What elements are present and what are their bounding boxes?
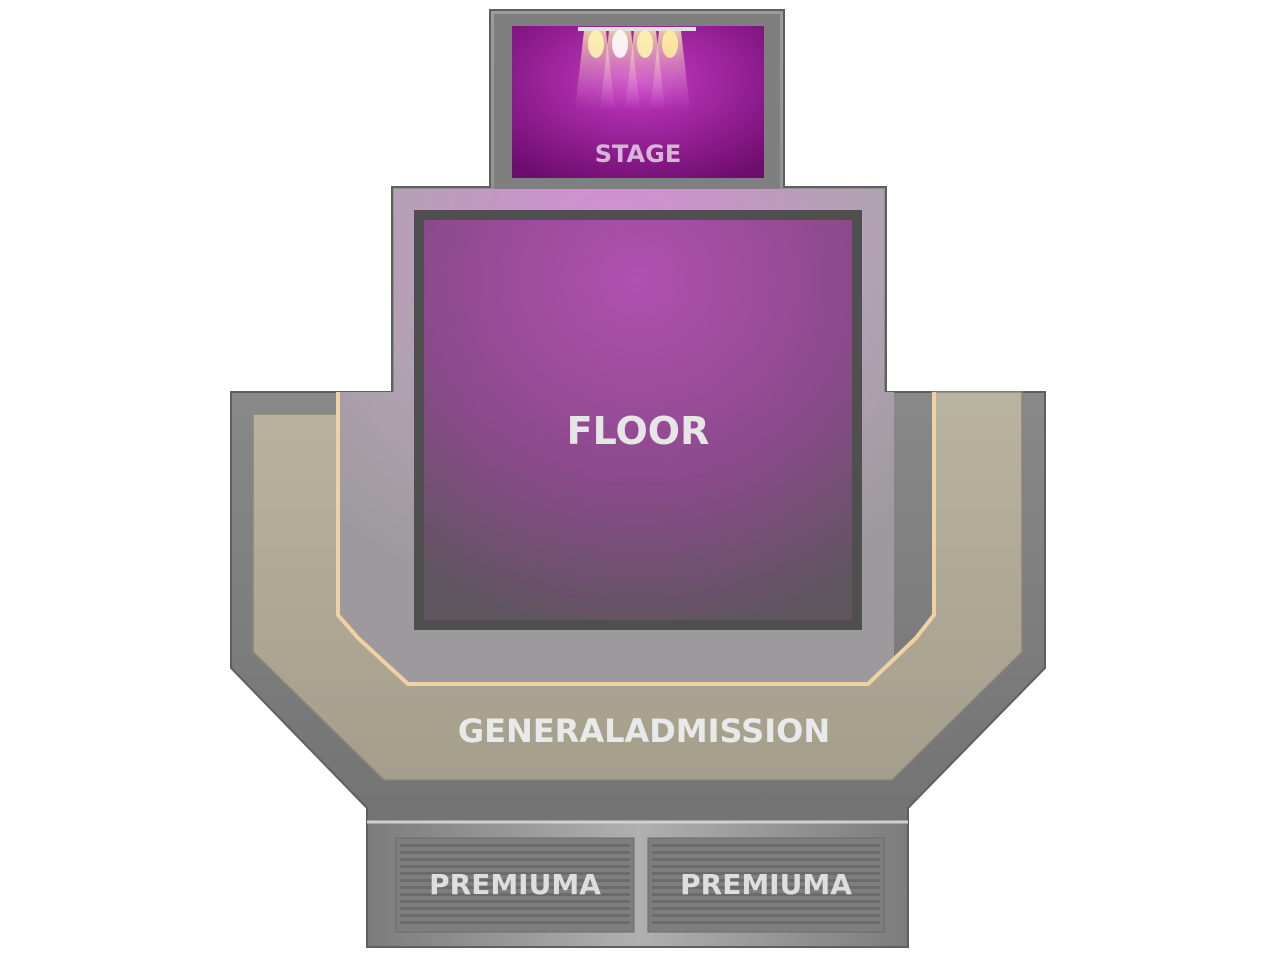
premium-left-stripes xyxy=(400,844,630,924)
section-general-admission[interactable]: GENERALADMISSION xyxy=(252,391,1023,781)
premium-stripe xyxy=(652,907,880,910)
premium-stripe xyxy=(652,914,880,917)
premium-stripe xyxy=(652,900,880,903)
premium-stripe xyxy=(400,844,630,847)
premium-stripe xyxy=(400,858,630,861)
premium-stripe xyxy=(652,879,880,882)
general-admission-label: GENERALADMISSION xyxy=(458,712,830,750)
section-premium-right[interactable]: PREMIUMA xyxy=(647,837,885,933)
premium-stripe xyxy=(400,914,630,917)
premium-stripe xyxy=(652,844,880,847)
premium-stripe xyxy=(652,921,880,924)
premium-stripe xyxy=(400,907,630,910)
premium-stripe xyxy=(652,851,880,854)
stage-lights-icon xyxy=(575,27,696,110)
stage-label: STAGE xyxy=(595,140,681,168)
premium-stripe xyxy=(400,851,630,854)
premium-stripe xyxy=(400,900,630,903)
premium-stripe xyxy=(652,865,880,868)
premium-stripe xyxy=(400,879,630,882)
section-floor[interactable]: FLOOR xyxy=(414,210,862,630)
premium-left-label: PREMIUMA xyxy=(429,868,601,901)
premium-stripe xyxy=(400,872,630,875)
premium-stripe xyxy=(652,858,880,861)
section-premium-left[interactable]: PREMIUMA xyxy=(395,837,635,933)
premium-stripe xyxy=(652,886,880,889)
premium-stripe xyxy=(652,872,880,875)
premium-right-stripes xyxy=(652,844,880,924)
premium-stripe xyxy=(400,893,630,896)
floor-label: FLOOR xyxy=(567,409,710,453)
section-stage[interactable]: STAGE xyxy=(512,26,764,178)
premium-stripe xyxy=(652,893,880,896)
premium-right-label: PREMIUMA xyxy=(680,868,852,901)
premium-stripe xyxy=(400,886,630,889)
premium-stripe xyxy=(400,865,630,868)
premium-stripe xyxy=(400,921,630,924)
